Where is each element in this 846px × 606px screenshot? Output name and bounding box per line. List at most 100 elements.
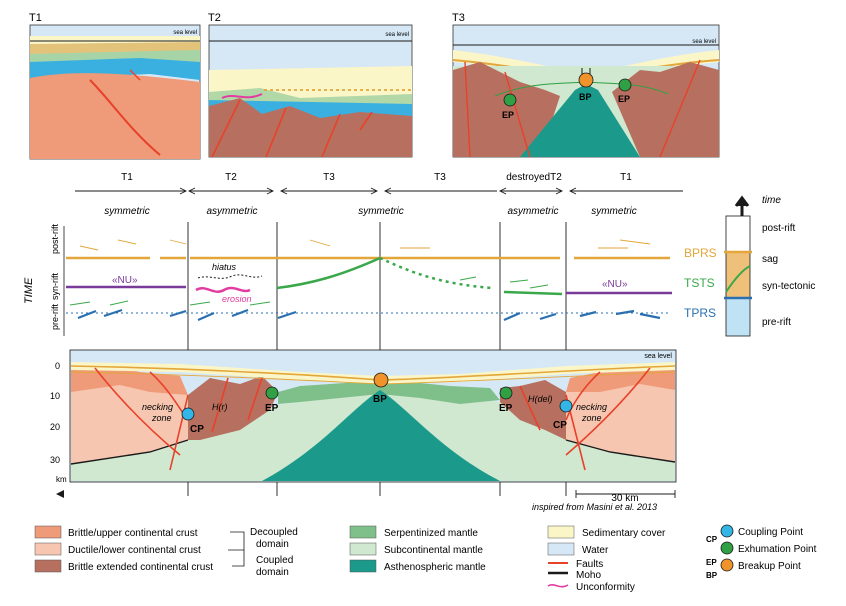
cp-left-label: CP (190, 424, 204, 435)
nu-right-label: «NU» (602, 279, 628, 290)
row-label-syn-rift: syn-rift (50, 273, 60, 300)
depth-tick-20: 20 (50, 422, 60, 432)
panel-t3-bp-label: BP (579, 92, 592, 102)
column-label-pre-rift: pre-rift (762, 317, 791, 328)
nu-left-label: «NU» (112, 275, 138, 286)
depth-tick-30: 30 (50, 455, 60, 465)
legend-label-exhumation: Exhumation Point (738, 544, 817, 555)
phase-label-3: T3 (323, 172, 335, 183)
legend: Brittle/upper continental crust Ductile/… (34, 524, 817, 593)
legend-label-asthenospheric: Asthenospheric mantle (384, 562, 486, 573)
column-title: time (762, 195, 781, 206)
legend-ep-marker (720, 541, 734, 555)
necking-zone-left-line-1: necking (142, 402, 173, 412)
bp-marker (373, 372, 389, 388)
panel-t1-sea-level: sea level (173, 30, 197, 36)
legend-swatch-water (547, 542, 575, 556)
column-label-syn-tectonic: syn-tectonic (762, 281, 815, 292)
decoupled-line-1: Decoupled (250, 527, 298, 538)
legend-swatch-asthenospheric (349, 559, 377, 573)
panel-t2-title: T2 (208, 12, 221, 24)
timeline (75, 187, 683, 195)
h-r-label: H(r) (212, 402, 228, 412)
depth-unit: km (56, 475, 67, 484)
cp-right-marker (559, 399, 573, 413)
legend-swatch-ductile-lower (34, 542, 62, 556)
depth-tick-0: 0 (55, 361, 60, 371)
legend-label-water: Water (582, 545, 609, 556)
column-label-sag: sag (762, 254, 778, 265)
panel-t2-sea-level: sea level (385, 32, 409, 38)
h-del-label: H(del) (528, 394, 553, 404)
decoupled-line-2: domain (256, 539, 289, 550)
strat-column: time post-rift sag syn-tectonic pre-rift (724, 195, 815, 337)
scale-bar: 30 km (575, 490, 676, 504)
ep-left-label: EP (265, 403, 279, 414)
legend-label-brittle-extended: Brittle extended continental crust (68, 562, 213, 573)
phase-label-5: destroyedT2 (506, 172, 562, 183)
hiatus-label: hiatus (212, 262, 237, 272)
mode-label-1: symmetric (104, 206, 150, 217)
necking-zone-right-line-1: necking (576, 402, 607, 412)
left-arrow-icon (56, 490, 64, 498)
coupled-line-1: Coupled (256, 555, 293, 566)
surface-label-tsts: TSTS (684, 276, 715, 290)
legend-label-breakup: Breakup Point (738, 561, 801, 572)
panel-t3-bp-marker (578, 72, 594, 88)
panel-t3-ep-right-marker (618, 78, 632, 92)
legend-decoupled-domain: Decoupled domain (250, 527, 301, 550)
legend-label-coupling: Coupling Point (738, 527, 803, 538)
necking-zone-left-line-2: zone (151, 413, 172, 423)
necking-zone-left: necking zone (142, 402, 176, 423)
ep-left-marker (265, 386, 279, 400)
panel-t3-ep-right-label: EP (618, 94, 630, 104)
legend-label-ductile-lower: Ductile/lower continental crust (68, 545, 201, 556)
phase-label-4: T3 (434, 172, 446, 183)
ep-right-marker (499, 386, 513, 400)
cp-right-label: CP (553, 420, 567, 431)
panel-t2: T2 sea level (208, 12, 413, 158)
legend-bp-marker (720, 558, 734, 572)
legend-label-moho: Moho (576, 570, 601, 581)
panel-t1: T1 sea level (29, 12, 201, 160)
legend-cp-marker (720, 524, 734, 538)
legend-bp-abbr: BP (706, 571, 718, 580)
legend-swatch-brittle-upper (34, 525, 62, 539)
cross-section: 0 10 20 30 km sea level CP EP BP EP CP n… (50, 349, 677, 498)
legend-swatch-subcontinental (349, 542, 377, 556)
panel-t3-ep-left-marker (503, 93, 517, 107)
section-sea-level: sea level (644, 353, 672, 360)
legend-label-brittle-upper: Brittle/upper continental crust (68, 528, 198, 539)
panel-t3-ep-left-label: EP (502, 110, 514, 120)
erosion-label: erosion (222, 294, 252, 304)
legend-label-sedimentary: Sedimentary cover (582, 528, 666, 539)
ep-right-label: EP (499, 403, 513, 414)
surface-label-bprs: BPRS (684, 246, 717, 260)
time-panel: TIME post-rift syn-rift pre-rift «NU» «N… (23, 223, 717, 336)
depth-tick-10: 10 (50, 391, 60, 401)
legend-swatch-brittle-extended (34, 559, 62, 573)
mode-label-4: asymmetric (507, 206, 558, 217)
legend-label-faults: Faults (576, 559, 603, 570)
panel-t3-sea-level: sea level (692, 39, 716, 45)
necking-zone-right: necking zone (576, 402, 610, 423)
phase-label-1: T1 (121, 172, 133, 183)
legend-label-serpentinized: Serpentinized mantle (384, 528, 478, 539)
panel-t1-title: T1 (29, 12, 42, 24)
panel-t3: T3 EP BP EP sea level (452, 12, 720, 158)
mode-label-3: symmetric (358, 206, 404, 217)
legend-coupled-domain: Coupled domain (256, 555, 296, 578)
panel-t3-title: T3 (452, 12, 465, 24)
bp-label: BP (373, 394, 387, 405)
legend-ep-abbr: EP (706, 558, 717, 567)
row-label-post-rift: post-rift (50, 223, 60, 254)
mode-label-2: asymmetric (206, 206, 257, 217)
row-label-pre-rift: pre-rift (50, 303, 60, 330)
phase-label-2: T2 (225, 172, 237, 183)
legend-cp-abbr: CP (706, 535, 718, 544)
necking-zone-right-line-2: zone (581, 413, 602, 423)
legend-label-unconformity: Unconformity (576, 582, 635, 593)
scale-label: 30 km (611, 493, 638, 504)
legend-swatch-serpentinized (349, 525, 377, 539)
